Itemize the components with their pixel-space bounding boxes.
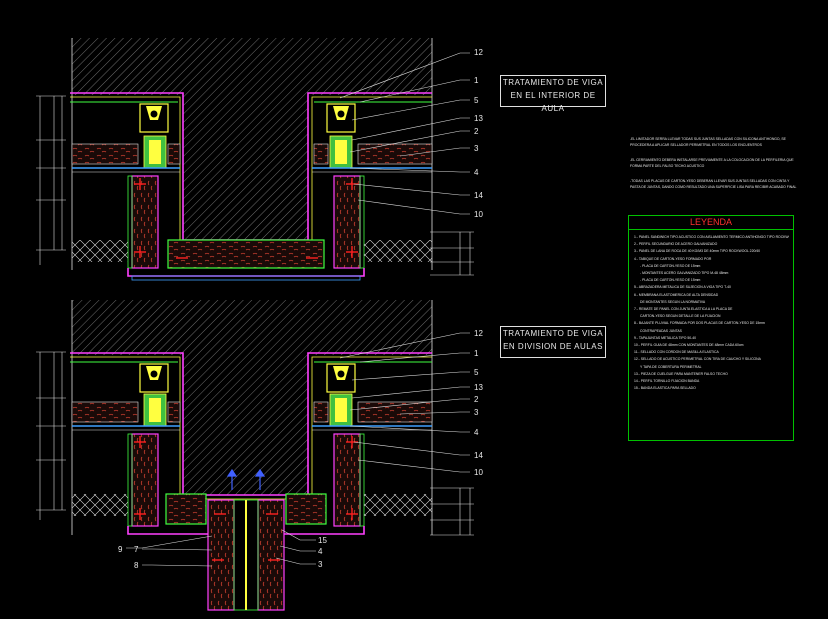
callouts-top: 12 1 5 13 2 3 4 14 10	[474, 48, 483, 219]
legend-item: Y TAPA DE COBERTURA PERIMETRAL	[640, 364, 702, 369]
legend-item: - MONTANTES ACERO GALVANIZADO TIPO M-48 …	[640, 271, 729, 276]
general-notes: -EL LIMITADOR SERRA LLEVAR TODAS SUS JUN…	[630, 136, 800, 199]
callout-14-bottom: 14	[474, 451, 483, 460]
legend-item: CARTON-YESO SEGUN DETALLE DE LA FIJACION	[640, 314, 721, 319]
legend-list: 1.- PANEL SANDWICH TIPO ACUSTICO CON AIS…	[629, 230, 793, 392]
legend-item: 4.- TABIQUE DE CARTON-YESO FORMADO POR	[634, 256, 712, 261]
legend-item: CONTRAPEADAS JUNTAS	[640, 328, 682, 333]
callout-4-bottom: 4	[474, 428, 479, 437]
note-2: -EL CERRAMIENTO DEBERA INSTALARSE PREVIA…	[630, 158, 794, 168]
title-bottom-line2: EN DIVISION DE AULAS	[503, 342, 603, 351]
legend-item: 3.- PANEL DE LANA DE ROCA DE 40 KG/M3 DE…	[634, 249, 761, 254]
beam-hatch-bottom	[183, 355, 308, 495]
legend-item: 12.- SELLADO DE ACUSTICO PERIMETRAL CON …	[634, 357, 761, 362]
slab-hatch	[72, 38, 432, 95]
callout-8-bottom: 8	[134, 561, 139, 570]
legend-item: 2.- PERFIL SECUNDARIO DE ACERO GALVANIZA…	[634, 242, 718, 247]
callout-12-top: 12	[474, 48, 483, 57]
callout-4-partition: 4	[318, 547, 323, 556]
title-box-bottom: TRATAMIENTO DE VIGA EN DIVISION DE AULAS	[500, 326, 606, 358]
callout-3-partition: 3	[318, 560, 323, 569]
callout-2-bottom: 2	[474, 395, 479, 404]
legend-title: LEYENDA	[629, 216, 793, 230]
legend-item: 9.- TAPAJUNTAS METALICA TIPO 50-40	[634, 335, 696, 340]
legend-item: 5.- ABRAZADERA METALICA DE SUJECION A VI…	[634, 285, 731, 290]
callout-13-top: 13	[474, 114, 483, 123]
legend-item: DE MONTANTES SEGUN LA NORMATIVA	[640, 299, 706, 304]
callout-1-bottom: 1	[474, 349, 479, 358]
hanger-left	[139, 103, 169, 169]
detail-bottom	[36, 300, 474, 611]
callout-10-bottom: 10	[474, 468, 483, 477]
legend-item: 11.- SELLADO CON CORDON DE MASILLA ELAST…	[634, 350, 719, 355]
legend-item: 6.- MEMBRANA ELASTOMERICA DE ALTA DENSID…	[634, 292, 719, 297]
legend-item: 1.- PANEL SANDWICH TIPO ACUSTICO CON AIS…	[634, 235, 789, 239]
legend-item: - PLACA DE CARTON-YESO DE 15mm	[640, 263, 701, 268]
detail-top	[36, 38, 474, 281]
title-box-top: TRATAMIENTO DE VIGA EN EL INTERIOR DE AU…	[500, 75, 606, 113]
callout-5-bottom: 5	[474, 368, 479, 377]
callout-1-top: 1	[474, 76, 479, 85]
legend-item: 14.- PERFIL TORNILLO FIJACION BANDA	[634, 379, 700, 384]
legend-item: 13.- PIEZA DE CUELGUE PARA MANTENER FALS…	[634, 371, 728, 376]
hanger-right	[326, 103, 356, 169]
callout-7-bottom: 7	[134, 545, 139, 554]
title-bottom-line1: TRATAMIENTO DE VIGA	[502, 329, 604, 338]
callout-2-top: 2	[474, 127, 479, 136]
callout-15-bottom: 15	[318, 536, 327, 545]
callouts-bottom: 12 1 5 13 2 3 4 14 10 15 4 3 9 7 8	[118, 329, 483, 570]
beam-hatch	[183, 95, 308, 240]
legend-item: 8.- BAJANTE PLUVIAL FORMADA POR DOS PLAC…	[634, 321, 765, 326]
callout-10-top: 10	[474, 210, 483, 219]
note-3: -TODAS LAS PLACAS DE CARTON-YESO DEBERAN…	[630, 179, 797, 189]
hanger-right-bottom	[326, 363, 356, 427]
legend-item: 7.- REMATE DE PANEL CON JUNTA ELASTICA A…	[634, 307, 733, 312]
callout-4-top: 4	[474, 168, 479, 177]
legend-box: LEYENDA 1.- PANEL SANDWICH TIPO ACUSTICO…	[628, 215, 794, 441]
note-1: -EL LIMITADOR SERRA LLEVAR TODAS SUS JUN…	[630, 137, 786, 147]
callout-3-bottom: 3	[474, 408, 479, 417]
legend-item: - PLACA DE CARTON-YESO DE 15mm	[640, 278, 701, 283]
title-top-line2: EN EL INTERIOR DE AULA	[510, 91, 596, 113]
legend-item: 10.- PERFIL GUIA DE 48mm CON MONTANTES D…	[634, 343, 744, 348]
callout-3-top: 3	[474, 144, 479, 153]
callout-12-bottom: 12	[474, 329, 483, 338]
callout-14-top: 14	[474, 191, 483, 200]
title-top-line1: TRATAMIENTO DE VIGA	[502, 78, 604, 87]
hanger-left-bottom	[139, 363, 169, 427]
callout-9-bottom: 9	[118, 545, 123, 554]
callout-5-top: 5	[474, 96, 479, 105]
slab-hatch-bottom	[72, 300, 432, 355]
legend-item: 15.- BANDA ELASTICA PARA SELLADO	[634, 386, 696, 391]
callout-13-bottom: 13	[474, 383, 483, 392]
